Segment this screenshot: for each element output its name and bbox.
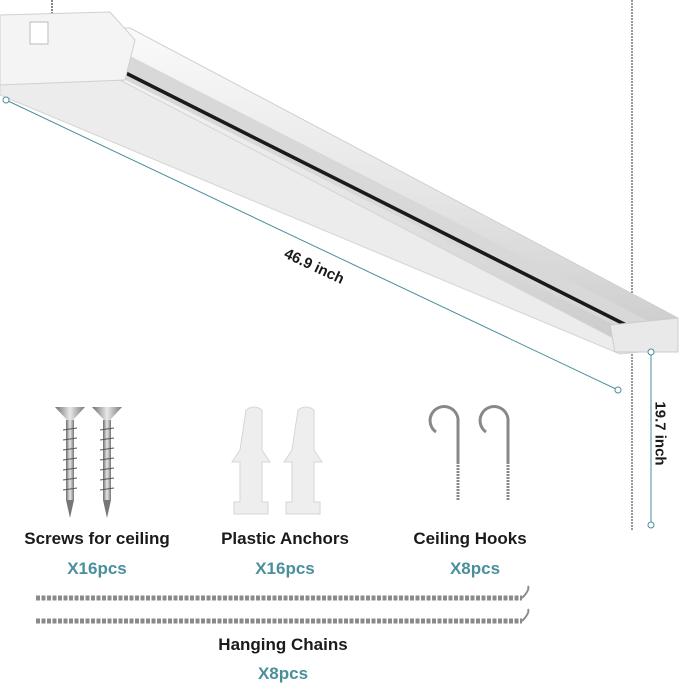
accessory-qty-chains: X8pcs: [257, 664, 309, 683]
ceiling-hook-icon: [428, 405, 510, 500]
accessory-name-hooks: Ceiling Hooks: [413, 529, 527, 548]
accessory-name-anchors: Plastic Anchors: [221, 529, 349, 548]
accessory-qty-screws: X16pcs: [67, 559, 127, 578]
accessory-qty-hooks: X8pcs: [449, 559, 501, 578]
height-dimension-line: [647, 348, 655, 529]
screw-icon: [55, 407, 122, 518]
height-dimension-label: 19.7 inch: [651, 401, 669, 466]
accessory-qty-anchors: X16pcs: [255, 559, 315, 578]
plastic-anchor-icon: [231, 406, 323, 515]
shop-light-fixture: [0, 11, 679, 355]
hanging-chain-icon: [36, 585, 530, 624]
accessory-name-screws: Screws for ceiling: [24, 529, 170, 548]
length-dimension-line: [2, 96, 622, 394]
accessory-name-chains: Hanging Chains: [218, 635, 348, 654]
